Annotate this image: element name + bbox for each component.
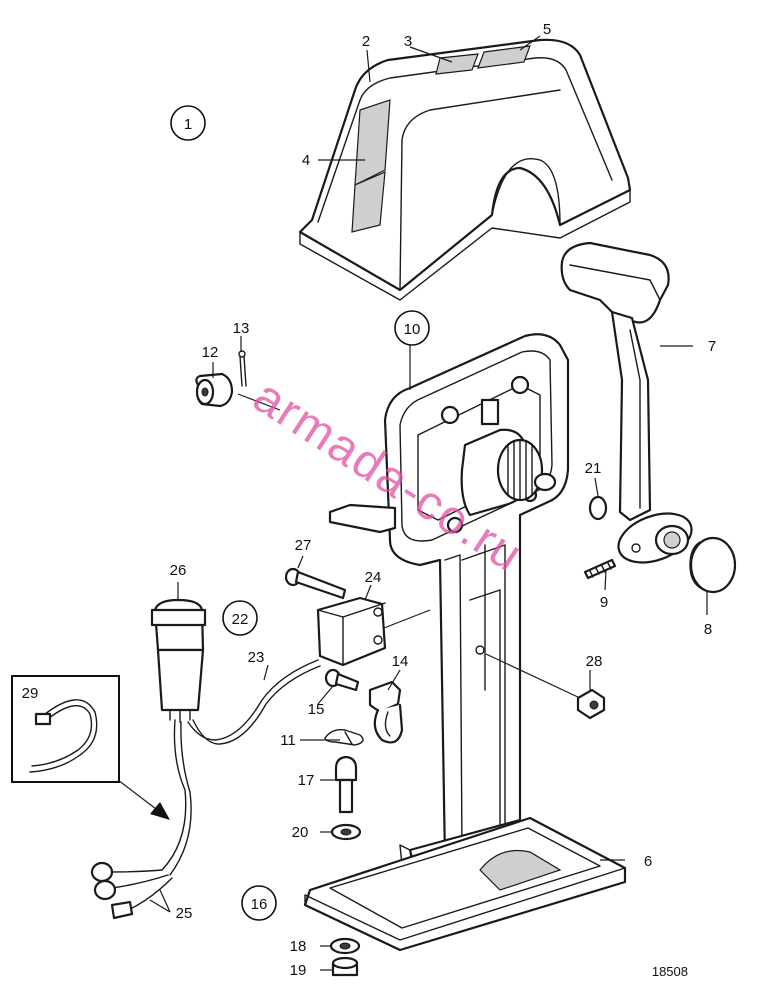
split-pin [238, 350, 247, 387]
callout-2: 2 [362, 33, 370, 50]
bracket-14 [368, 680, 404, 744]
callout-circle-1 [170, 105, 206, 141]
callout-19: 19 [290, 962, 307, 979]
microswitch [316, 596, 387, 667]
callout-24: 24 [365, 569, 382, 586]
cable-terminals [90, 861, 134, 920]
callout-17: 17 [298, 772, 315, 789]
bolt-17 [334, 755, 358, 814]
leader-lines [149, 35, 708, 971]
wire-clip [324, 728, 364, 746]
control-lever [560, 241, 693, 564]
callout-22: 22 [232, 611, 249, 628]
nut-19 [331, 956, 359, 977]
inset-arrow-line [117, 779, 161, 813]
callout-28: 28 [586, 653, 603, 670]
callout-circle-22 [222, 600, 258, 636]
callout-20: 20 [292, 824, 309, 841]
callout-15: 15 [308, 701, 325, 718]
callout-5: 5 [543, 21, 551, 38]
callout-8: 8 [704, 621, 712, 638]
callout-circle-16 [241, 885, 277, 921]
bushing [195, 372, 234, 408]
washer-18 [329, 937, 361, 955]
callout-labels: 1 2 3 4 5 6 7 8 9 10 11 12 13 14 15 16 1… [22, 21, 717, 979]
washer-20 [330, 823, 362, 841]
control-cover [298, 38, 632, 301]
callout-3: 3 [404, 33, 412, 50]
callout-1: 1 [184, 116, 192, 133]
screw-15 [324, 668, 360, 692]
callout-14: 14 [392, 653, 409, 670]
base-plate [303, 816, 627, 952]
callout-11: 11 [280, 732, 296, 749]
inset-cable-tie [11, 675, 120, 783]
spring-pin [583, 558, 617, 580]
callout-6: 6 [644, 853, 652, 870]
wiring-harness [109, 659, 321, 911]
callout-18: 18 [290, 938, 307, 955]
callout-7: 7 [708, 338, 716, 355]
callout-4: 4 [302, 152, 310, 169]
callout-16: 16 [251, 896, 268, 913]
knob [689, 536, 737, 594]
callout-26: 26 [170, 562, 187, 579]
callout-9: 9 [600, 594, 608, 611]
callout-27: 27 [295, 537, 312, 554]
nut-28 [576, 688, 606, 720]
o-ring [588, 495, 608, 521]
callout-10: 10 [404, 321, 421, 338]
callout-circle-10 [394, 310, 430, 346]
callout-21: 21 [585, 460, 602, 477]
connector [150, 598, 207, 723]
inset-arrow-head [150, 802, 170, 820]
callout-12: 12 [202, 344, 219, 361]
callout-25: 25 [176, 905, 193, 922]
callout-13: 13 [233, 320, 250, 337]
callout-23: 23 [248, 649, 265, 666]
screw-27 [284, 567, 347, 600]
figure-number: 18508 [652, 964, 688, 979]
callout-29: 29 [22, 685, 39, 702]
